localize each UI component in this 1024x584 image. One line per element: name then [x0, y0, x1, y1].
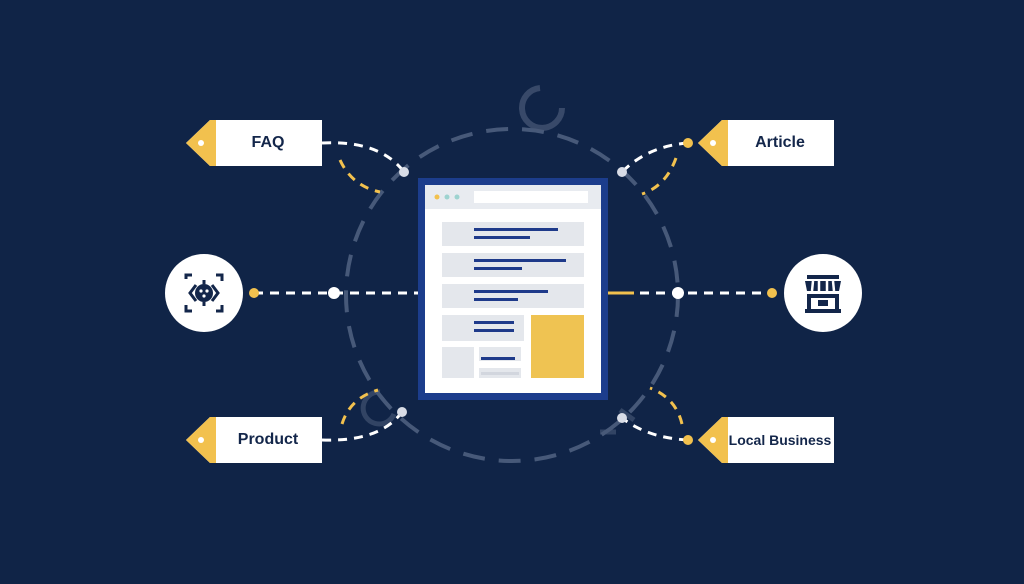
- orbit-ornament-bottom-left: [360, 389, 397, 427]
- connector-product: [321, 411, 404, 442]
- node-left-mid: [328, 287, 340, 299]
- connector-faq: [321, 141, 406, 173]
- content-block-4: [442, 315, 524, 341]
- node-product: [397, 407, 407, 417]
- schema-code-icon: [184, 273, 224, 313]
- tag-faq-hole: [198, 140, 204, 146]
- browser-dot-teal-2: [454, 194, 460, 200]
- node-right-mid: [672, 287, 684, 299]
- image-placeholder: [531, 315, 584, 378]
- browser-dot-teal: [444, 194, 450, 200]
- connector-article-accent: [641, 157, 678, 196]
- tag-local-business-label: Local Business: [728, 432, 832, 448]
- browser-dot-yellow: [434, 194, 440, 200]
- orbit-ornament-bottom-right: [600, 407, 636, 435]
- storefront-badge: [784, 254, 862, 332]
- node-right-end: [767, 288, 777, 298]
- tag-local-business: Local Business: [698, 417, 834, 463]
- node-article: [617, 167, 627, 177]
- tag-faq-label: FAQ: [251, 134, 285, 151]
- tag-product-hole: [198, 437, 204, 443]
- connector-faq-accent: [338, 159, 381, 194]
- tag-article: Article: [698, 120, 834, 166]
- connector-article: [620, 141, 689, 174]
- storefront-icon: [805, 275, 841, 313]
- address-bar: [474, 191, 588, 203]
- content-block-3: [442, 284, 584, 308]
- thumbnail-placeholder: [442, 347, 474, 378]
- node-local-business-end: [683, 435, 693, 445]
- node-faq: [399, 167, 409, 177]
- tag-local-business-hole: [710, 437, 716, 443]
- connector-local-business: [621, 416, 689, 442]
- node-article-end: [683, 138, 693, 148]
- tag-faq: FAQ: [186, 120, 322, 166]
- orbit-ornament-top: [519, 85, 565, 131]
- connector-local-business-accent: [649, 386, 684, 425]
- schema-badge: [165, 254, 243, 332]
- tag-article-label: Article: [755, 134, 805, 151]
- content-block-2: [442, 253, 584, 277]
- node-local-business: [617, 413, 627, 423]
- tag-article-hole: [710, 140, 716, 146]
- tag-product-label: Product: [237, 431, 299, 448]
- node-left-end: [249, 288, 259, 298]
- content-block-1: [442, 222, 584, 246]
- tag-product: Product: [186, 417, 322, 463]
- webpage-illustration: [418, 178, 608, 400]
- connector-product-accent: [340, 388, 379, 425]
